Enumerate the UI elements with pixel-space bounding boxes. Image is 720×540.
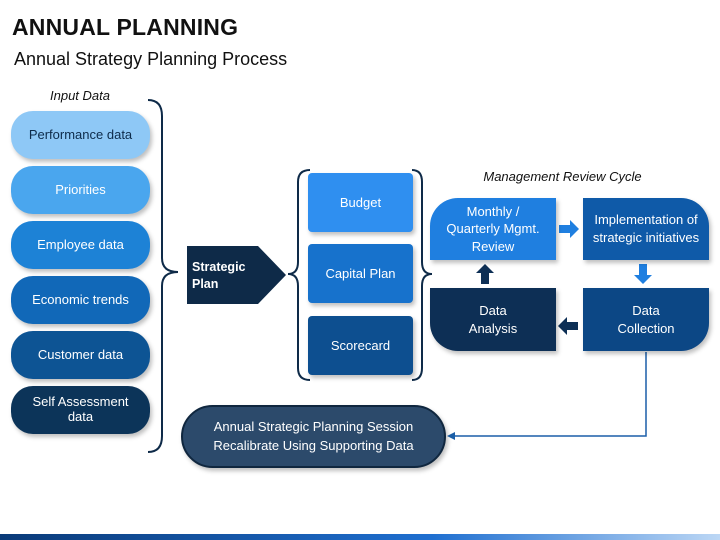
review-cycle-label: Management Review Cycle: [483, 169, 642, 184]
arrow-up-icon: [476, 264, 494, 284]
plan-items-right-brace: [411, 169, 433, 381]
plan-items-left-brace: [287, 169, 311, 381]
input-item: Employee data: [11, 221, 150, 269]
plan-item-label: Capital Plan: [325, 266, 396, 281]
input-item-label: Economic trends: [32, 291, 129, 307]
plan-item: Budget: [308, 173, 413, 232]
input-data-label: Input Data: [50, 88, 110, 103]
input-item-label: Priorities: [55, 181, 106, 197]
bottom-accent-bar: [0, 534, 720, 540]
arrow-down-icon: [634, 264, 652, 284]
planning-session-box: Annual Strategic Planning Session Recali…: [181, 405, 446, 468]
input-item-label: Self Assessment data: [32, 394, 129, 424]
input-item-label: Employee data: [37, 236, 124, 252]
arrow-left-icon: [558, 317, 578, 335]
feedback-line: [450, 352, 647, 437]
feedback-arrowhead: [447, 432, 455, 440]
input-brace: [147, 99, 179, 453]
data-collection-box: Data Collection: [583, 288, 709, 351]
plan-item: Scorecard: [308, 316, 413, 375]
plan-item: Capital Plan: [308, 244, 413, 303]
page-title: ANNUAL PLANNING: [12, 14, 239, 40]
data-analysis-box: Data Analysis: [430, 288, 556, 351]
input-item-label: Performance data: [28, 126, 133, 142]
arrow-right-icon: [559, 220, 579, 238]
strategic-plan-label: Strategic Plan: [192, 260, 246, 291]
input-item: Self Assessment data: [11, 386, 150, 434]
input-item-label: Customer data: [37, 346, 124, 362]
plan-item-label: Budget: [339, 195, 382, 210]
input-item: Priorities: [11, 166, 150, 214]
input-item: Customer data: [11, 331, 150, 379]
input-item: Performance data: [11, 111, 150, 159]
implementation-box: Implementation of strategic initiatives: [583, 198, 709, 260]
page-subtitle: Annual Strategy Planning Process: [14, 49, 288, 69]
plan-item-label: Scorecard: [330, 338, 391, 353]
input-item: Economic trends: [11, 276, 150, 324]
monthly-review-box: Monthly / Quarterly Mgmt. Review: [430, 198, 556, 260]
